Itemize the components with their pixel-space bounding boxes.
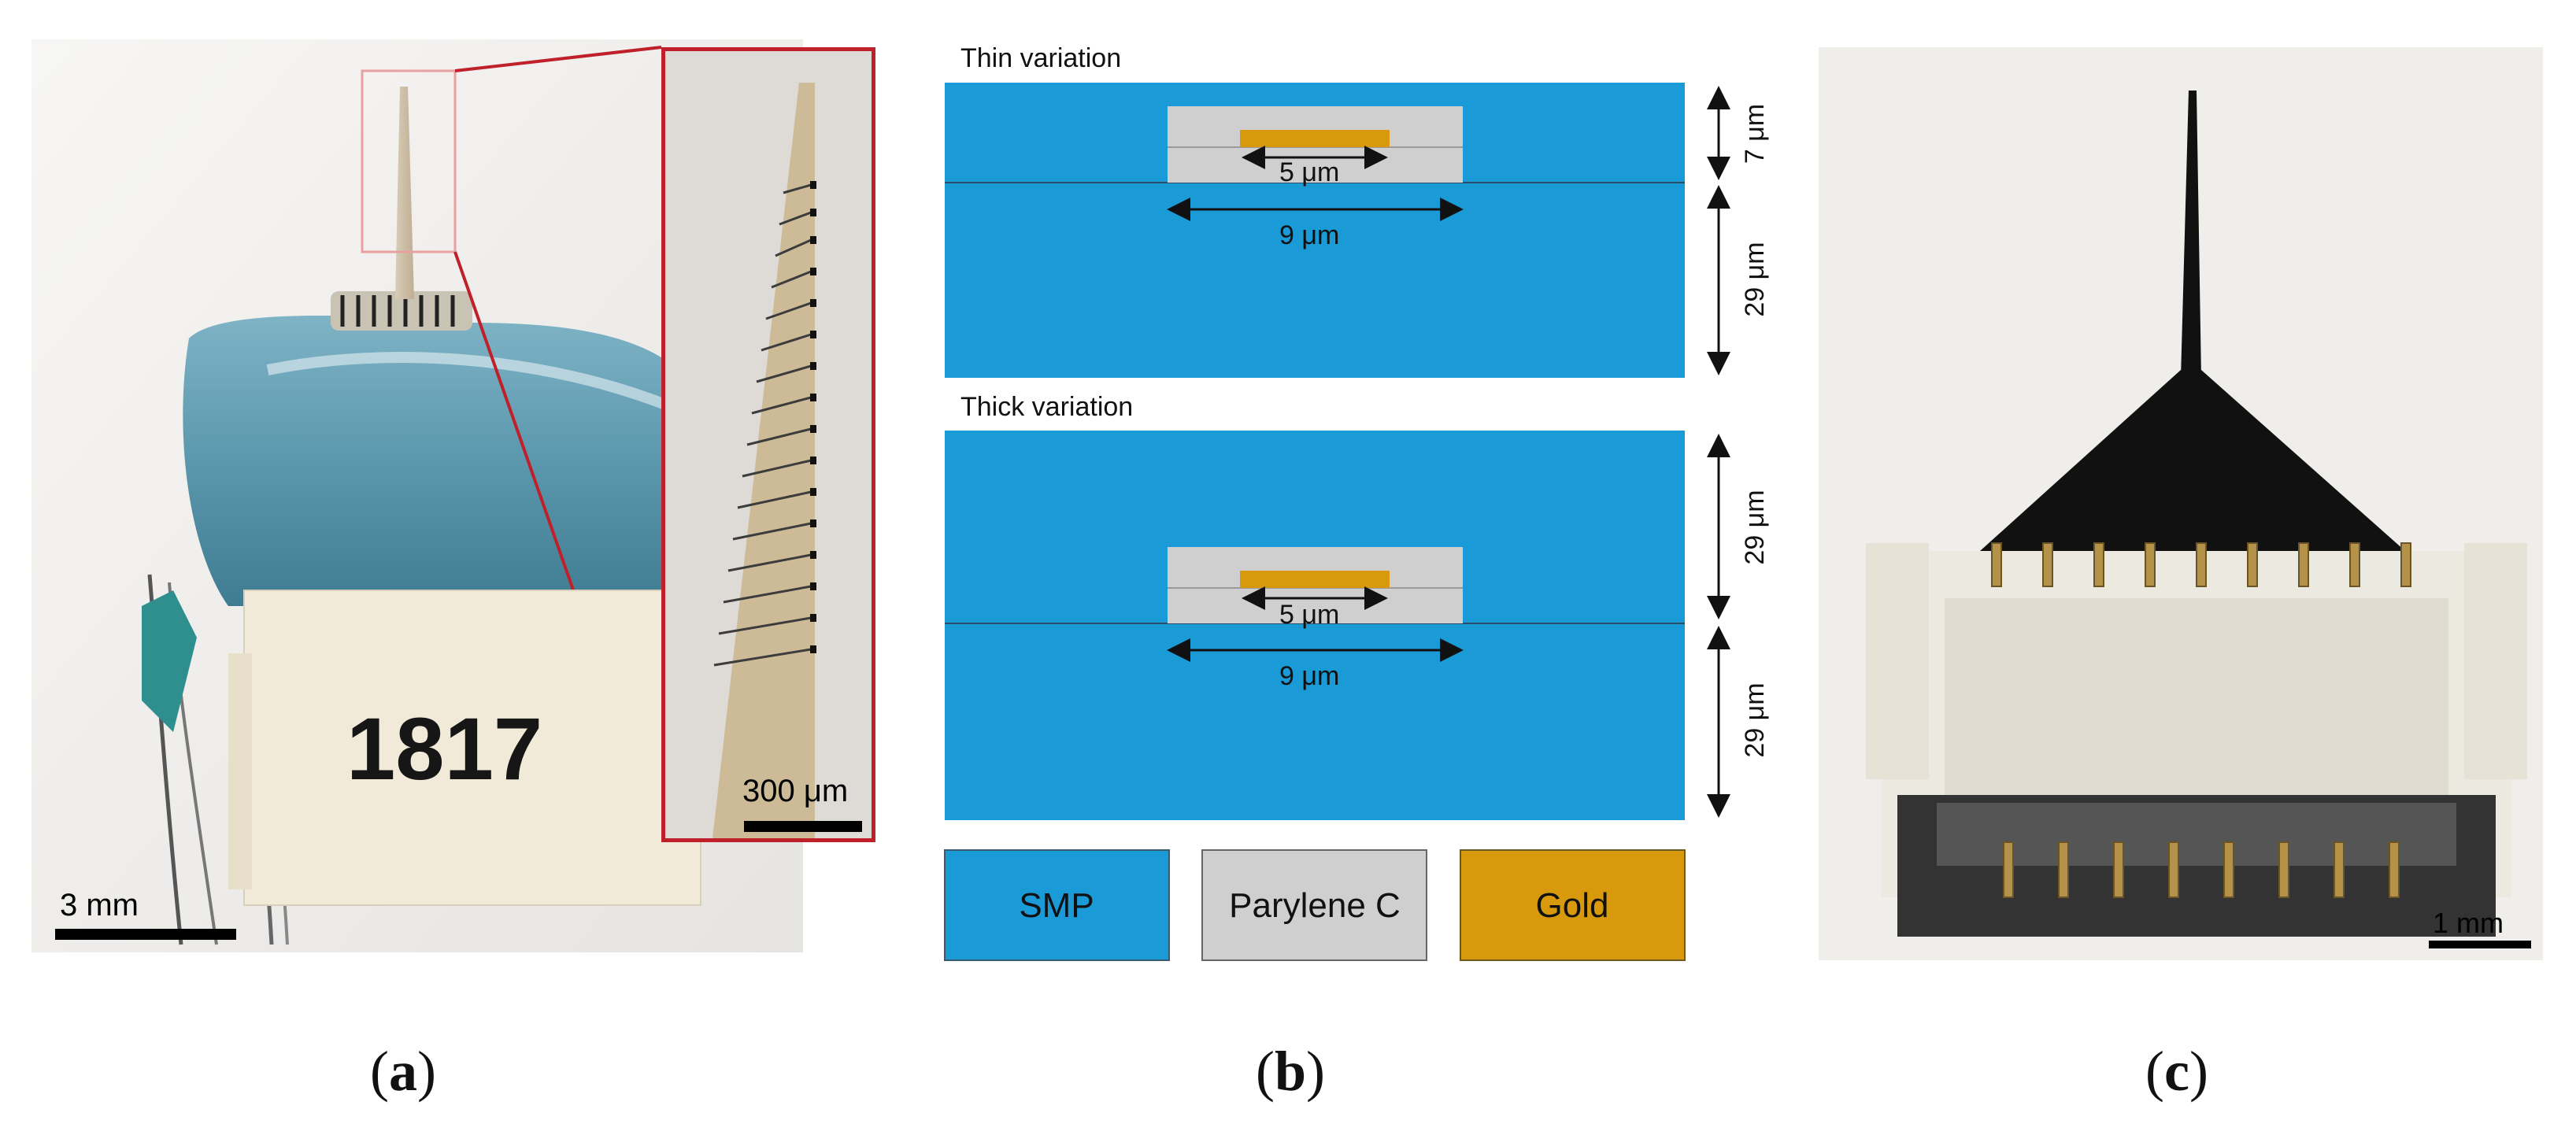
scalebar-c-label: 1 mm [2433,907,2504,939]
legend-label-gold: Gold [1536,886,1609,925]
caption-a: (a) [370,1040,436,1103]
legend-label-parylene: Parylene C [1229,886,1401,925]
thick-bottom-thickness: 29 μm [1740,682,1770,757]
caption-c-letter: c [2163,1040,2189,1103]
thin-inner-width: 5 μm [1279,157,1339,187]
panel-a-inset: 300 μm [661,47,875,842]
panel-c: 1 mm [1819,47,2543,960]
thin-gold [1240,130,1390,147]
legend-swatch-gold [1460,849,1686,961]
thick-smp-block [945,431,1685,820]
caption-b-letter: b [1274,1040,1307,1103]
thick-top-thickness: 29 μm [1740,490,1770,564]
caption-b: (b) [1256,1040,1326,1103]
scalebar-main-label: 3 mm [60,888,139,922]
panel-a: 1817 3 mm [31,39,878,960]
caption-a-letter: a [388,1040,417,1103]
thick-title: Thick variation [960,392,1133,422]
thin-top-thickness: 7 μm [1740,104,1770,164]
panel-b: Thin variation 5 μm 9 μm 7 μm 29 μm Thic… [929,31,1819,976]
legend-label-smp: SMP [1019,886,1094,925]
legend-swatch-parylene [1201,849,1427,961]
thick-gold [1240,571,1390,588]
thin-outer-width: 9 μm [1279,220,1339,250]
inset-shank-illustration [712,83,862,838]
thin-title: Thin variation [960,43,1121,73]
thick-inner-width: 5 μm [1279,600,1339,630]
legend-swatch-smp [944,849,1170,961]
thick-outer-width: 9 μm [1279,661,1339,691]
scalebar-inset-label: 300 μm [742,774,849,808]
thin-bottom-thickness: 29 μm [1740,242,1770,316]
panel-b-cross-sections: Thin variation 5 μm 9 μm 7 μm 29 μm Thic… [944,43,1770,961]
caption-c: (c) [2145,1040,2208,1103]
device-number: 1817 [346,700,542,798]
panel-c-photo [1819,47,2543,960]
